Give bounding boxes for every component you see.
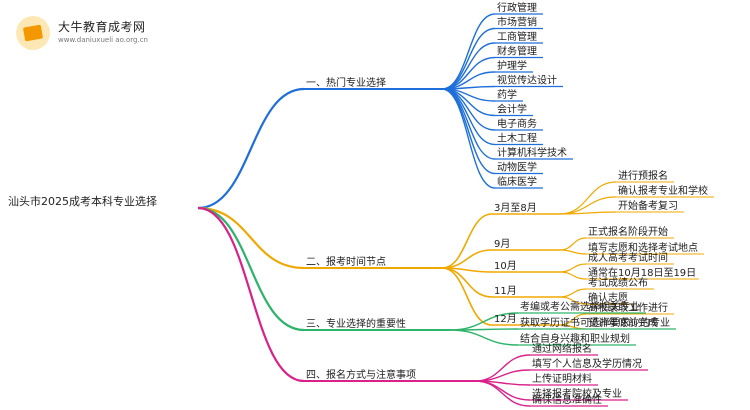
branch-4[interactable]: 四、报名方式与注意事项 (306, 368, 416, 381)
major-item[interactable]: 市场营销 (497, 16, 537, 29)
major-item[interactable]: 计算机科学技术 (497, 146, 567, 159)
edge-major-0 (441, 13, 496, 90)
timeline-item[interactable]: 进行预报名 (618, 169, 668, 182)
logo-name: 大牛教育成考网 (58, 20, 146, 34)
major-item[interactable]: 电子商务 (497, 117, 537, 130)
timeline-item[interactable]: 通常在10月18日至19日 (588, 266, 696, 279)
edge-timeline-sub (559, 288, 587, 298)
edge-importance-2 (449, 329, 519, 346)
major-item[interactable]: 动物医学 (497, 161, 537, 174)
edge-signup-3 (474, 380, 531, 401)
timeline-item[interactable]: 正式报名阶段开始 (588, 225, 668, 238)
edge-signup-0 (474, 354, 531, 382)
timeline-item[interactable]: 确认报考专业和学校 (618, 184, 708, 197)
major-item[interactable]: 土木工程 (497, 132, 537, 145)
importance-item[interactable]: 获取学历证书可选择要求少的专业 (520, 316, 670, 329)
timeline-item[interactable]: 预计年底前完成 (588, 316, 658, 329)
timeline-item[interactable]: 填写志愿和选择考试地点 (588, 241, 698, 254)
edge-root-branch-1 (197, 87, 305, 210)
edge-root-branch-2 (197, 206, 305, 270)
edge-root-branch-4 (197, 206, 305, 383)
timeline-item[interactable]: 成人高考考试时间 (588, 251, 668, 264)
logo-url: www.daniuxueli ao.org.cn (58, 36, 148, 44)
branch-1[interactable]: 一、热门专业选择 (306, 76, 386, 89)
edge-timeline-sub (559, 237, 587, 251)
major-item[interactable]: 行政管理 (497, 1, 537, 14)
edge-major-12 (441, 88, 496, 189)
root-topic[interactable]: 汕头市2025成考本科专业选择 (8, 194, 157, 208)
branch-2[interactable]: 二、报考时间节点 (306, 255, 386, 268)
edge-timeline-sub (559, 249, 587, 255)
timeline-item[interactable]: 开始备考复习 (618, 199, 678, 212)
signup-item[interactable]: 填写个人信息及学历情况 (532, 357, 642, 370)
edge-signup-1 (474, 369, 531, 382)
timeline-month[interactable]: 12月 (494, 313, 517, 325)
edge-timeline-sub (559, 296, 587, 305)
signup-item[interactable]: 上传证明材料 (532, 372, 592, 385)
timeline-item[interactable]: 高校录取工作进行 (588, 301, 668, 314)
major-item[interactable]: 药学 (497, 88, 517, 101)
signup-item[interactable]: 选择报考院校及专业 (532, 387, 622, 400)
major-item[interactable]: 会计学 (497, 103, 527, 116)
branch-3[interactable]: 三、专业选择的重要性 (306, 317, 406, 330)
site-logo[interactable]: 大牛教育成考网 www.daniuxueli ao.org.cn (6, 14, 186, 54)
edge-major-10 (441, 88, 496, 160)
timeline-month[interactable]: 3月至8月 (494, 202, 537, 214)
timeline-month[interactable]: 11月 (494, 285, 517, 297)
major-item[interactable]: 视觉传达设计 (497, 74, 557, 87)
timeline-item[interactable]: 考试成绩公布 (588, 276, 648, 289)
signup-item[interactable]: 确保信息准确性 (532, 393, 602, 406)
major-item[interactable]: 工商管理 (497, 30, 537, 43)
importance-item[interactable]: 结合自身兴趣和职业规划 (520, 332, 630, 345)
major-item[interactable]: 财务管理 (497, 45, 537, 58)
edge-timeline-sub (559, 263, 587, 273)
major-item[interactable]: 临床医学 (497, 175, 537, 188)
timeline-item[interactable]: 确认志愿 (588, 291, 628, 304)
edge-timeline-sub (559, 271, 587, 280)
timeline-month[interactable]: 10月 (494, 260, 517, 272)
edge-month-0 (441, 213, 493, 269)
major-item[interactable]: 护理学 (497, 59, 527, 72)
edge-timeline-sub (559, 211, 617, 215)
importance-item[interactable]: 考编或考公需选择相关专业 (520, 300, 640, 313)
edge-signup-4 (474, 380, 531, 407)
signup-item[interactable]: 通过网络报名 (532, 342, 592, 355)
timeline-month[interactable]: 9月 (494, 238, 510, 250)
edge-root-branch-3 (197, 206, 305, 332)
edge-month-4 (441, 267, 493, 326)
edge-timeline-sub (559, 196, 617, 215)
